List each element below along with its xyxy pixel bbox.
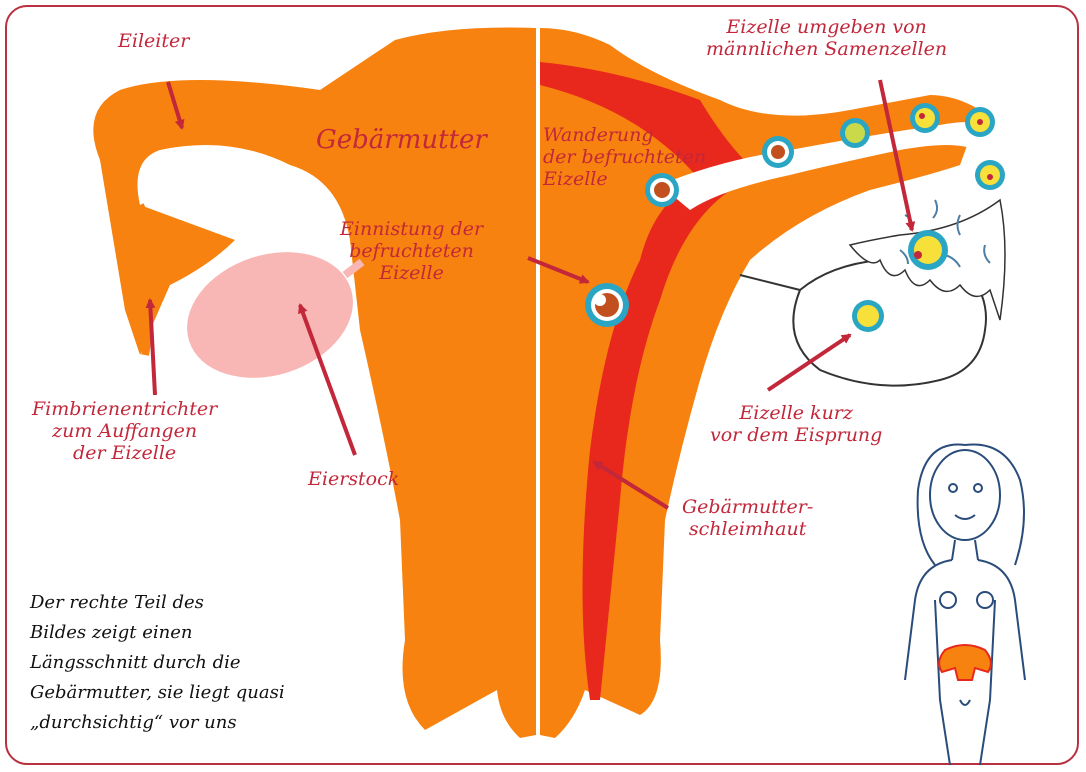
label-eierstock: Eierstock <box>308 468 399 490</box>
label-eileiter: Eileiter <box>118 30 189 52</box>
ovary-ligament-right <box>740 275 800 290</box>
woman-figure <box>905 444 1025 765</box>
woman-uterus-icon <box>939 645 991 680</box>
label-schleimhaut: Gebärmutter-schleimhaut <box>682 496 813 540</box>
label-gebaermutter: Gebärmutter <box>316 125 487 155</box>
